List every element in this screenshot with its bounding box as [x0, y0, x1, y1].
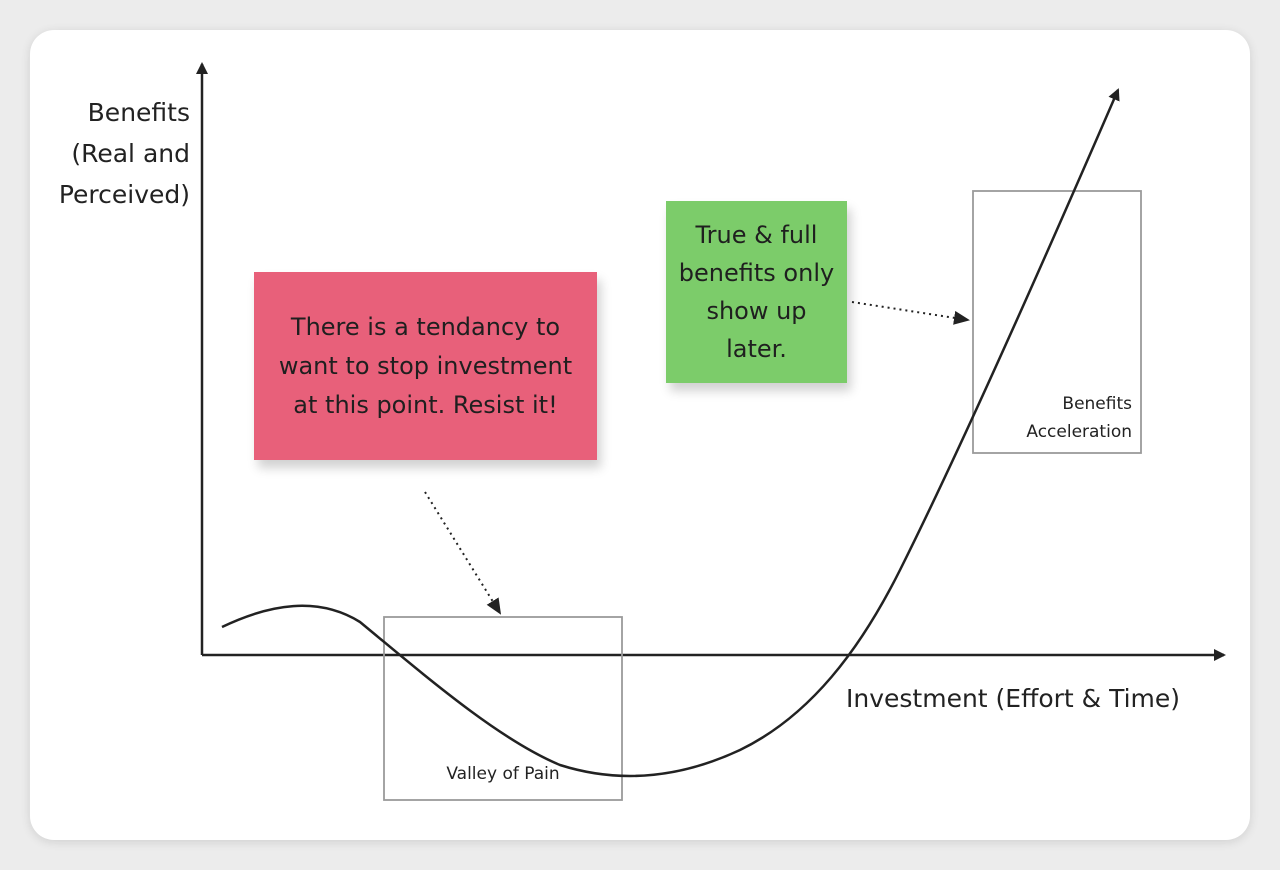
- green-sticky-note: True & full benefits only show up later.: [666, 201, 847, 383]
- red-note-arrow: [424, 491, 502, 615]
- diagram-card: [30, 30, 1250, 840]
- y-axis-label: Benefits (Real and Perceived): [58, 98, 190, 209]
- x-axis-label: Investment (Effort & Time): [846, 684, 1181, 713]
- green-sticky-note-text: True & full benefits only show up later.: [678, 221, 835, 363]
- red-sticky-note-text: There is a tendancy to want to stop inve…: [278, 312, 573, 419]
- valley-of-pain-label: Valley of Pain: [446, 764, 560, 784]
- valley-of-pain-box: [383, 616, 623, 801]
- benefits-acceleration-label: Benefits Acceleration: [1026, 394, 1132, 442]
- benefits-acceleration-box: [972, 190, 1142, 454]
- red-sticky-note: There is a tendancy to want to stop inve…: [254, 272, 597, 460]
- green-note-arrow: [851, 301, 970, 325]
- benefit-curve: [221, 88, 1120, 778]
